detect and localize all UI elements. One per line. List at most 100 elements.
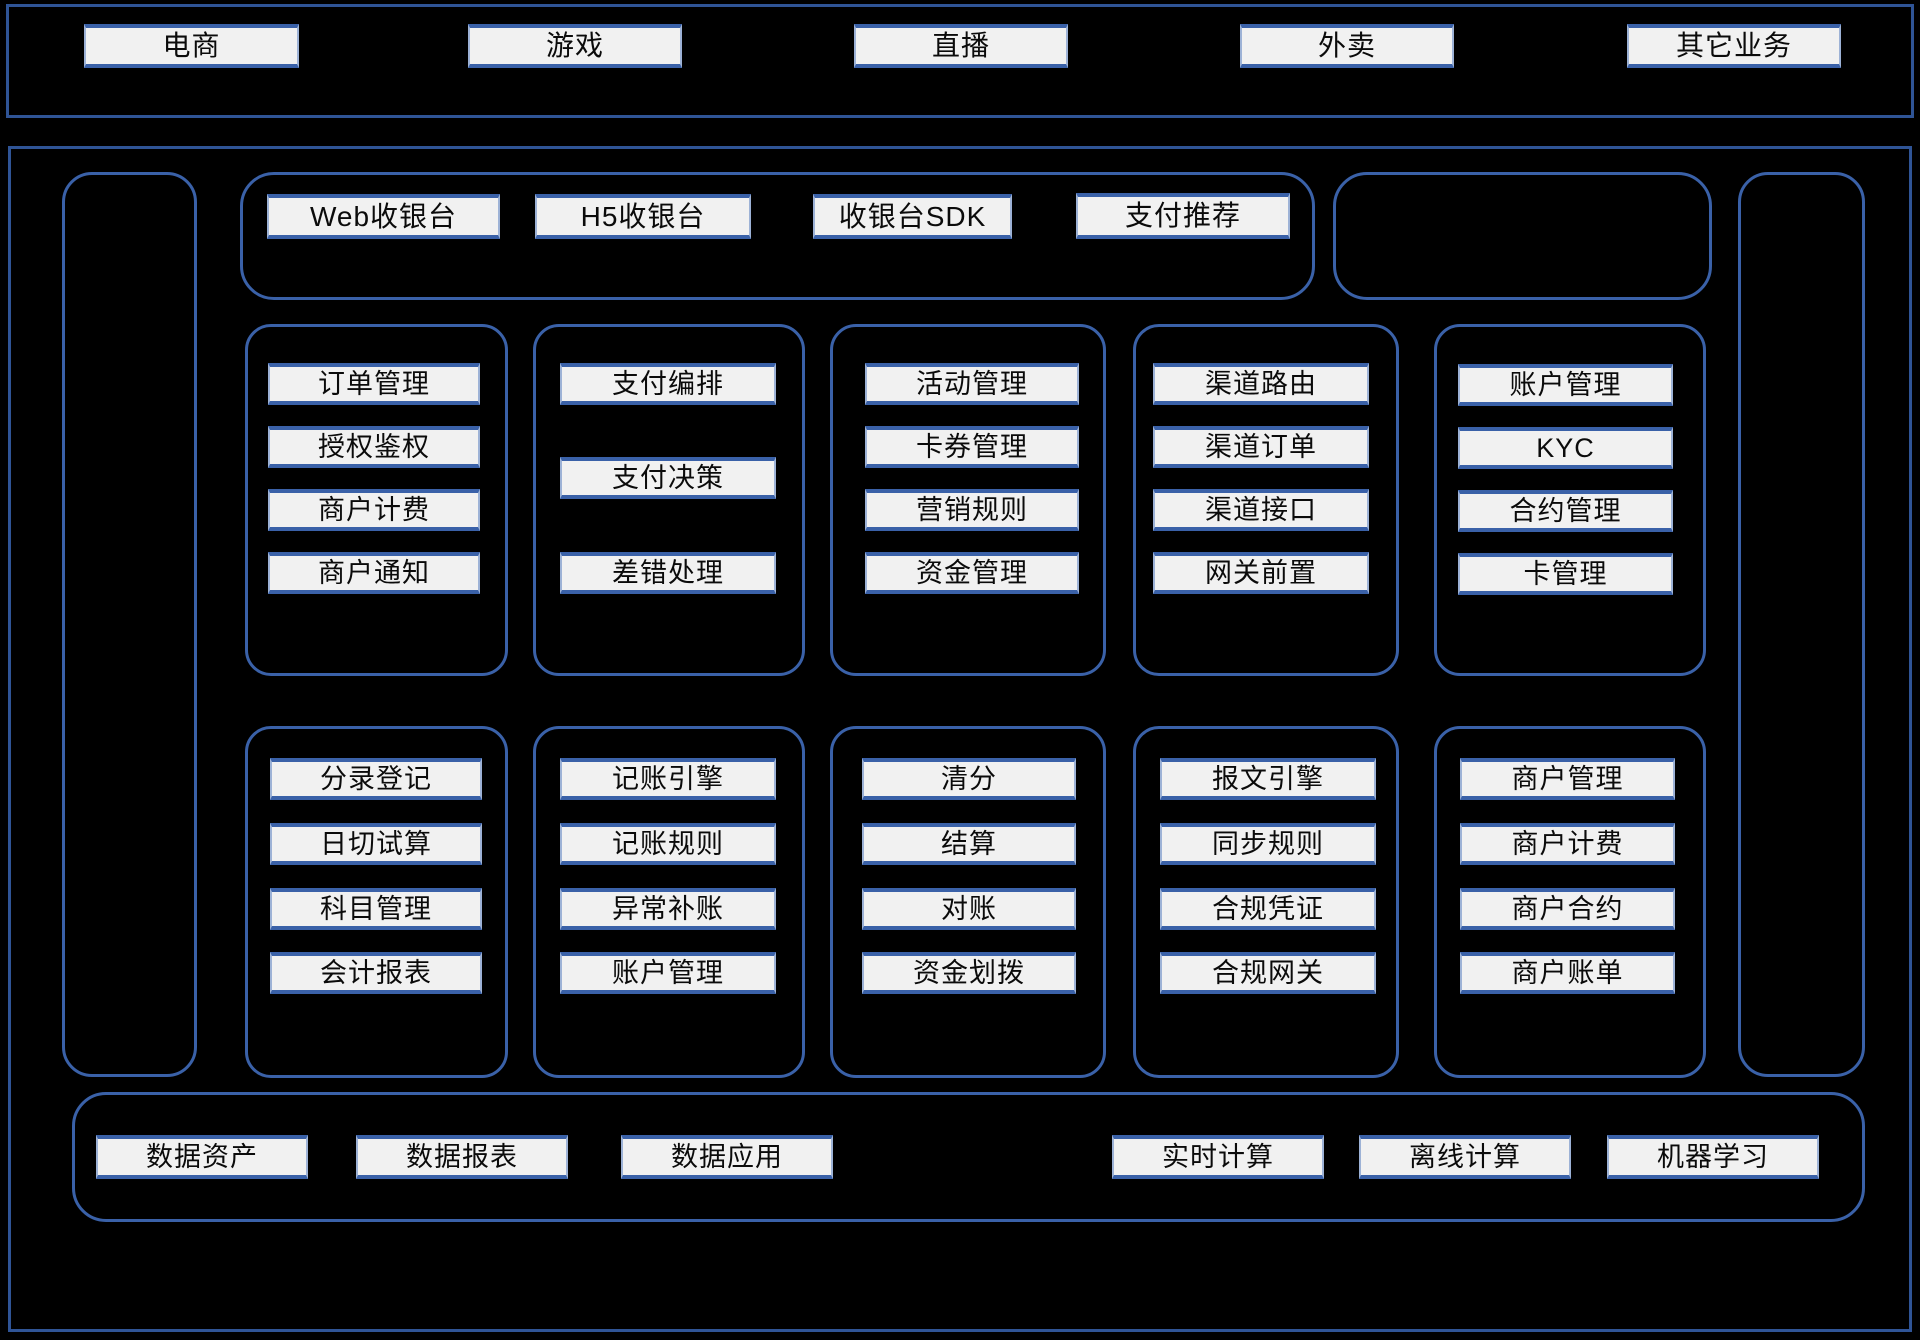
data-layer-group <box>72 1092 1865 1222</box>
service-chip-label: 账户管理 <box>1509 369 1622 400</box>
data-chip-machine-learning[interactable]: 机器学习 <box>1607 1135 1819 1179</box>
data-chip-reports[interactable]: 数据报表 <box>356 1135 568 1179</box>
service-chip-label: 合规网关 <box>1212 957 1324 988</box>
business-chip-games[interactable]: 游戏 <box>468 24 682 68</box>
business-chip-ecommerce[interactable]: 电商 <box>84 24 299 68</box>
business-chip-livestream[interactable]: 直播 <box>854 24 1068 68</box>
service-chip-label: 资金管理 <box>916 557 1028 588</box>
service-chip[interactable]: 卡管理 <box>1458 553 1673 595</box>
service-chip-label: 合规凭证 <box>1212 893 1324 924</box>
business-chip-label: 电商 <box>162 30 221 61</box>
service-chip[interactable]: 差错处理 <box>560 552 776 594</box>
service-chip[interactable]: 结算 <box>862 823 1076 865</box>
service-chip[interactable]: 活动管理 <box>865 363 1079 405</box>
service-chip[interactable]: 记账规则 <box>560 823 776 865</box>
service-chip-label: 营销规则 <box>916 494 1028 525</box>
service-chip-label: 商户计费 <box>318 494 430 525</box>
cashier-chip-web[interactable]: Web收银台 <box>267 194 500 239</box>
service-chip[interactable]: 报文引擎 <box>1160 758 1376 800</box>
cashier-side-panel <box>1333 172 1712 300</box>
cashier-chip-sdk[interactable]: 收银台SDK <box>813 194 1012 239</box>
service-chip[interactable]: 科目管理 <box>270 888 482 930</box>
service-chip[interactable]: 异常补账 <box>560 888 776 930</box>
service-chip[interactable]: 分录登记 <box>270 758 482 800</box>
service-chip-label: 记账规则 <box>612 828 724 859</box>
service-chip-label: 合约管理 <box>1509 495 1622 526</box>
service-chip-label: 商户计费 <box>1511 828 1624 859</box>
service-chip[interactable]: 商户计费 <box>1460 823 1675 865</box>
data-chip-label: 数据资产 <box>146 1141 258 1172</box>
service-chip[interactable]: 商户通知 <box>268 552 480 594</box>
business-chip-label: 外卖 <box>1317 30 1376 61</box>
service-chip-label: 对账 <box>941 893 997 924</box>
cashier-chip-payment-recommend[interactable]: 支付推荐 <box>1076 193 1290 239</box>
business-chip-label: 直播 <box>931 30 990 61</box>
service-chip-label: 卡管理 <box>1523 558 1608 589</box>
service-chip[interactable]: 资金划拨 <box>862 952 1076 994</box>
cashier-chip-label: H5收银台 <box>580 200 706 232</box>
service-chip-label: 支付决策 <box>612 462 724 493</box>
service-chip[interactable]: 记账引擎 <box>560 758 776 800</box>
service-chip[interactable]: 合约管理 <box>1458 490 1673 532</box>
service-chip[interactable]: 网关前置 <box>1153 552 1369 594</box>
service-chip[interactable]: 合规凭证 <box>1160 888 1376 930</box>
service-chip-label: 记账引擎 <box>612 763 724 794</box>
service-chip[interactable]: 商户账单 <box>1460 952 1675 994</box>
service-chip[interactable]: 资金管理 <box>865 552 1079 594</box>
service-chip[interactable]: 营销规则 <box>865 489 1079 531</box>
service-chip[interactable]: KYC <box>1458 427 1673 469</box>
service-chip[interactable]: 商户管理 <box>1460 758 1675 800</box>
service-chip-label: 网关前置 <box>1205 557 1317 588</box>
service-chip[interactable]: 商户合约 <box>1460 888 1675 930</box>
service-chip[interactable]: 渠道接口 <box>1153 489 1369 531</box>
data-chip-assets[interactable]: 数据资产 <box>96 1135 308 1179</box>
service-chip[interactable]: 同步规则 <box>1160 823 1376 865</box>
data-chip-label: 离线计算 <box>1409 1141 1521 1172</box>
service-chip-label: 分录登记 <box>320 763 432 794</box>
business-chip-delivery[interactable]: 外卖 <box>1240 24 1454 68</box>
service-chip-label: 账户管理 <box>612 957 724 988</box>
business-chip-label: 游戏 <box>545 30 604 61</box>
service-chip[interactable]: 清分 <box>862 758 1076 800</box>
service-chip-label: 活动管理 <box>916 368 1028 399</box>
service-chip-label: 同步规则 <box>1212 828 1324 859</box>
service-chip-label: 科目管理 <box>320 893 432 924</box>
data-chip-realtime-compute[interactable]: 实时计算 <box>1112 1135 1324 1179</box>
service-chip-label: 渠道订单 <box>1205 431 1317 462</box>
service-chip-label: 异常补账 <box>612 893 724 924</box>
service-chip-label: 差错处理 <box>612 557 724 588</box>
service-chip[interactable]: 对账 <box>862 888 1076 930</box>
service-chip[interactable]: 支付编排 <box>560 363 776 405</box>
service-chip[interactable]: 支付决策 <box>560 457 776 499</box>
service-chip[interactable]: 账户管理 <box>1458 364 1673 406</box>
service-chip[interactable]: 渠道路由 <box>1153 363 1369 405</box>
service-chip-label: 商户账单 <box>1511 957 1624 988</box>
service-chip[interactable]: 日切试算 <box>270 823 482 865</box>
service-chip-label: KYC <box>1536 432 1595 463</box>
data-chip-label: 数据报表 <box>406 1141 518 1172</box>
service-chip[interactable]: 合规网关 <box>1160 952 1376 994</box>
cashier-chip-label: Web收银台 <box>309 200 458 232</box>
data-chip-applications[interactable]: 数据应用 <box>621 1135 833 1179</box>
service-chip-label: 商户合约 <box>1511 893 1624 924</box>
service-chip[interactable]: 卡券管理 <box>865 426 1079 468</box>
service-chip[interactable]: 账户管理 <box>560 952 776 994</box>
business-chip-other[interactable]: 其它业务 <box>1627 24 1841 68</box>
service-chip-label: 渠道接口 <box>1205 494 1317 525</box>
service-chip-label: 支付编排 <box>612 368 724 399</box>
service-chip[interactable]: 会计报表 <box>270 952 482 994</box>
service-chip-label: 订单管理 <box>318 368 430 399</box>
service-chip[interactable]: 商户计费 <box>268 489 480 531</box>
service-chip[interactable]: 渠道订单 <box>1153 426 1369 468</box>
service-chip-label: 结算 <box>941 828 997 859</box>
service-chip-label: 渠道路由 <box>1205 368 1317 399</box>
service-chip[interactable]: 订单管理 <box>268 363 480 405</box>
data-chip-label: 机器学习 <box>1657 1141 1769 1172</box>
service-chip-label: 授权鉴权 <box>318 431 430 462</box>
business-chip-label: 其它业务 <box>1675 30 1792 61</box>
service-chip-label: 报文引擎 <box>1212 763 1324 794</box>
cashier-chip-h5[interactable]: H5收银台 <box>535 194 751 239</box>
service-chip[interactable]: 授权鉴权 <box>268 426 480 468</box>
data-chip-offline-compute[interactable]: 离线计算 <box>1359 1135 1571 1179</box>
